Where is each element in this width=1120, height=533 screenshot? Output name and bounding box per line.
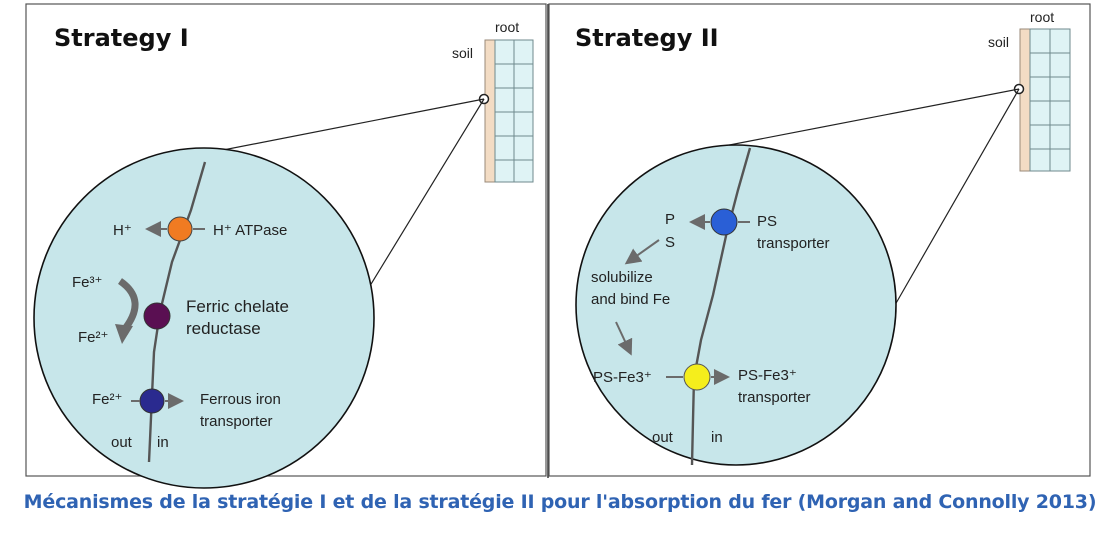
ferric-reductase-label-2: reductase xyxy=(186,319,261,338)
root-inset: root soil xyxy=(988,9,1071,172)
h-atpase-label: H⁺ ATPase xyxy=(213,222,287,239)
membrane-zoom-circle xyxy=(33,147,375,489)
ps-fe3-transporter-label-2: transporter xyxy=(738,389,811,406)
fe2-label: Fe²⁺ xyxy=(78,329,108,346)
root-label: root xyxy=(1030,9,1054,25)
h-plus-label: H⁺ xyxy=(113,222,132,239)
ferric-reductase-protein xyxy=(143,302,171,330)
soil-label: soil xyxy=(988,34,1009,50)
zoom-line-bottom xyxy=(353,98,485,313)
ps-fe3-transporter-protein xyxy=(683,363,711,391)
in-label: in xyxy=(157,434,169,451)
panel-title: Strategy II xyxy=(575,24,719,52)
root-inset: root soil xyxy=(452,19,534,183)
ps-transporter-protein xyxy=(710,208,738,236)
zoom-line-top xyxy=(687,88,1020,154)
solubilize-label-2: and bind Fe xyxy=(591,291,670,308)
ps-transporter-label-1: PS xyxy=(757,213,777,230)
ps-transporter-label-2: transporter xyxy=(757,235,830,252)
ferrous-transporter-label-2: transporter xyxy=(200,413,273,430)
out-label: out xyxy=(111,434,133,451)
soil-strip xyxy=(1019,28,1031,172)
ps-fe3-transporter-label-1: PS-Fe3⁺ xyxy=(738,367,797,384)
panel-title: Strategy I xyxy=(54,24,189,52)
fe2-in-label: Fe²⁺ xyxy=(92,391,122,408)
solubilize-label-1: solubilize xyxy=(591,269,653,286)
h-atpase-protein xyxy=(167,216,193,242)
figure-caption: Mécanismes de la stratégie I et de la st… xyxy=(23,491,1097,513)
plasma-membrane xyxy=(690,147,752,466)
plasma-membrane xyxy=(147,161,207,463)
in-label: in xyxy=(711,429,723,446)
soil-label: soil xyxy=(452,45,473,61)
fe3-label: Fe³⁺ xyxy=(72,274,102,291)
ps-p-label: P xyxy=(665,211,675,228)
ps-s-label: S xyxy=(665,234,675,251)
ferric-reductase-label-1: Ferric chelate xyxy=(186,297,289,316)
panel-strategy-2: root soil P S PS transporter solubilize … xyxy=(548,3,1091,477)
ferrous-transporter-protein xyxy=(139,388,165,414)
ps-fe3-out-label: PS-Fe3⁺ xyxy=(593,369,652,386)
panel-strategy-1: root soil H⁺ H⁺ ATPase Fe³⁺ Fe²⁺ Ferric … xyxy=(25,3,547,489)
root-label: root xyxy=(495,19,519,35)
membrane-zoom-circle xyxy=(575,144,897,466)
out-label: out xyxy=(652,429,674,446)
soil-strip xyxy=(484,39,496,183)
zoom-line-bottom xyxy=(894,88,1020,306)
reduction-arrow xyxy=(117,278,139,333)
ferrous-transporter-label-1: Ferrous iron xyxy=(200,391,281,408)
